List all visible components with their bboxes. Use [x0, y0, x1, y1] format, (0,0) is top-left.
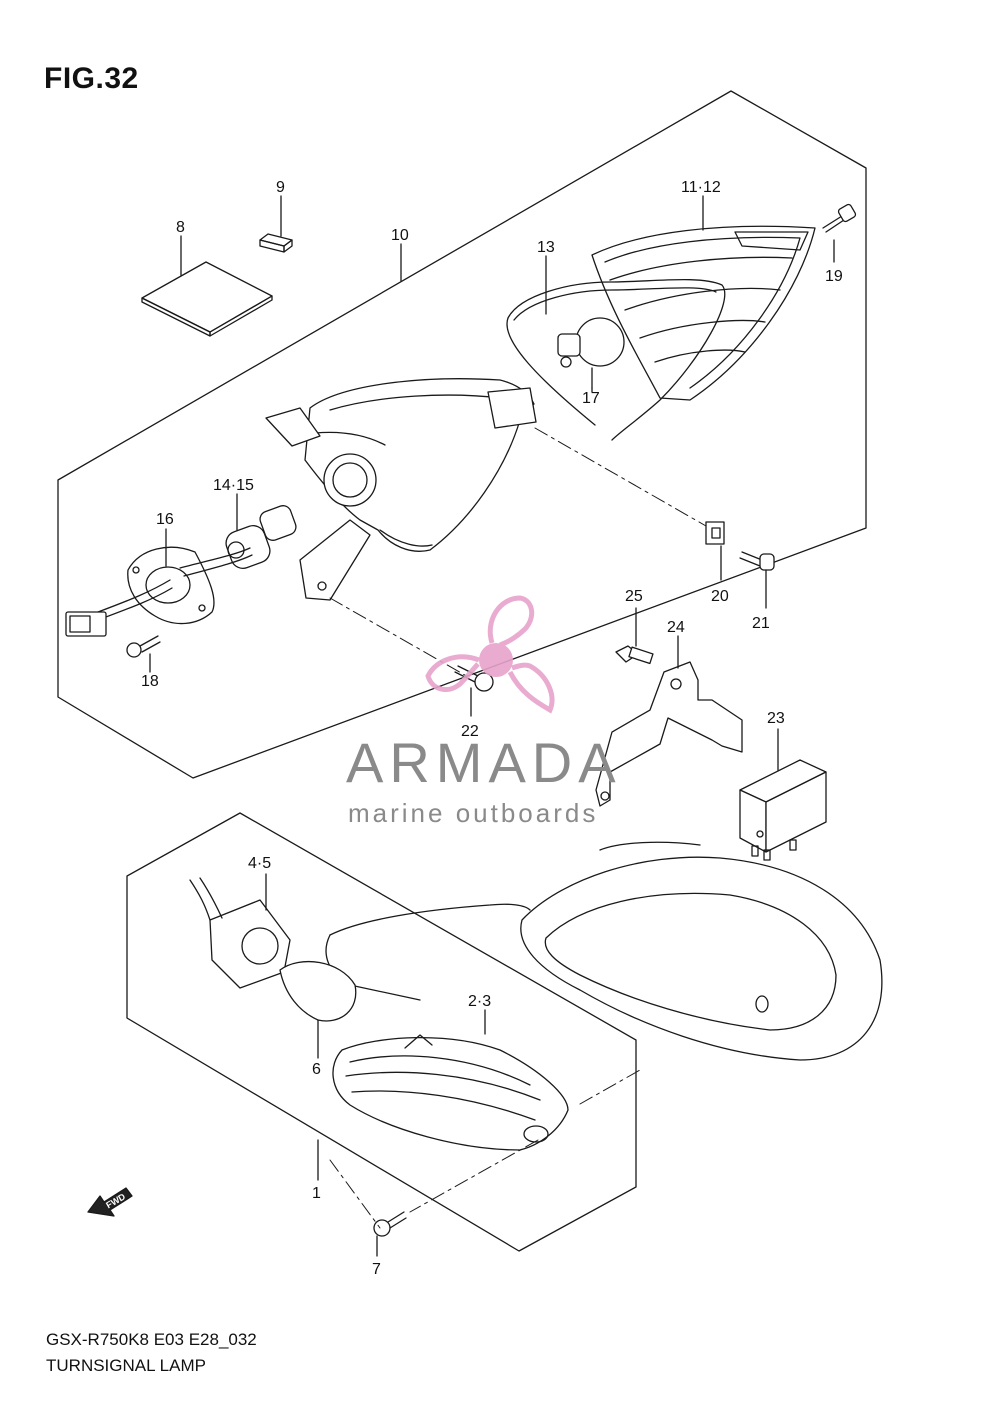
figure-title: FIG.32 — [44, 62, 139, 95]
callout-10: 10 — [391, 227, 409, 244]
upper-assembly-frame — [57, 90, 867, 779]
callout-1: 1 — [312, 1185, 321, 1202]
callout-25: 25 — [625, 588, 643, 605]
callout-11-12: 11·12 — [681, 179, 721, 196]
gasket-part-13 — [506, 278, 726, 441]
callout-13: 13 — [537, 239, 555, 256]
model-code: GSX-R750K8 E03 E28_032 — [46, 1330, 257, 1349]
callout-14-15: 14·15 — [213, 477, 254, 494]
screw-part-21 — [739, 551, 775, 571]
callout-8: 8 — [176, 219, 185, 236]
watermark-tagline: marine outboards — [348, 798, 599, 828]
callout-16: 16 — [156, 511, 174, 528]
relay-part-23 — [739, 759, 827, 861]
lens-part-11-12 — [591, 225, 816, 401]
alignment-lines — [329, 427, 707, 1229]
pad-part-9 — [259, 233, 293, 253]
housing-part-10 — [265, 378, 537, 601]
screw-part-7 — [373, 1211, 407, 1237]
callout-23: 23 — [767, 710, 785, 727]
callout-4-5: 4·5 — [248, 855, 271, 872]
mirror-body — [325, 841, 883, 1061]
nut-part-20 — [705, 521, 725, 545]
lower-assembly-frame — [126, 812, 637, 1252]
callout-9: 9 — [276, 179, 285, 196]
socket-part-4-5 — [189, 877, 291, 989]
callout-2-3: 2·3 — [468, 993, 491, 1010]
bulb-part-17 — [557, 317, 625, 389]
grommet-part-16 — [65, 546, 253, 637]
leader-lines — [149, 195, 835, 1257]
socket-part-14-15 — [225, 505, 297, 569]
callout-7: 7 — [372, 1261, 381, 1278]
callout-20: 20 — [711, 588, 729, 605]
callout-18: 18 — [141, 673, 159, 690]
gasket-sheet-part-8 — [141, 261, 273, 337]
screw-part-22 — [454, 665, 494, 692]
bulb-part-6 — [279, 960, 357, 1022]
figure-name: TURNSIGNAL LAMP — [46, 1356, 206, 1375]
bracket-part-24 — [595, 661, 743, 807]
bolt-part-25 — [615, 645, 654, 665]
screw-part-19 — [822, 203, 857, 233]
screw-part-18 — [126, 635, 161, 658]
callout-19: 19 — [825, 268, 843, 285]
watermark-brand: ARMADA — [346, 731, 622, 794]
callout-24: 24 — [667, 619, 685, 636]
callout-17: 17 — [582, 390, 600, 407]
fwd-arrow — [87, 1187, 133, 1217]
callout-6: 6 — [312, 1061, 321, 1078]
watermark-logo — [425, 595, 555, 714]
lens-part-2-3 — [332, 1034, 569, 1151]
callout-21: 21 — [752, 615, 770, 632]
callout-22: 22 — [461, 723, 479, 740]
